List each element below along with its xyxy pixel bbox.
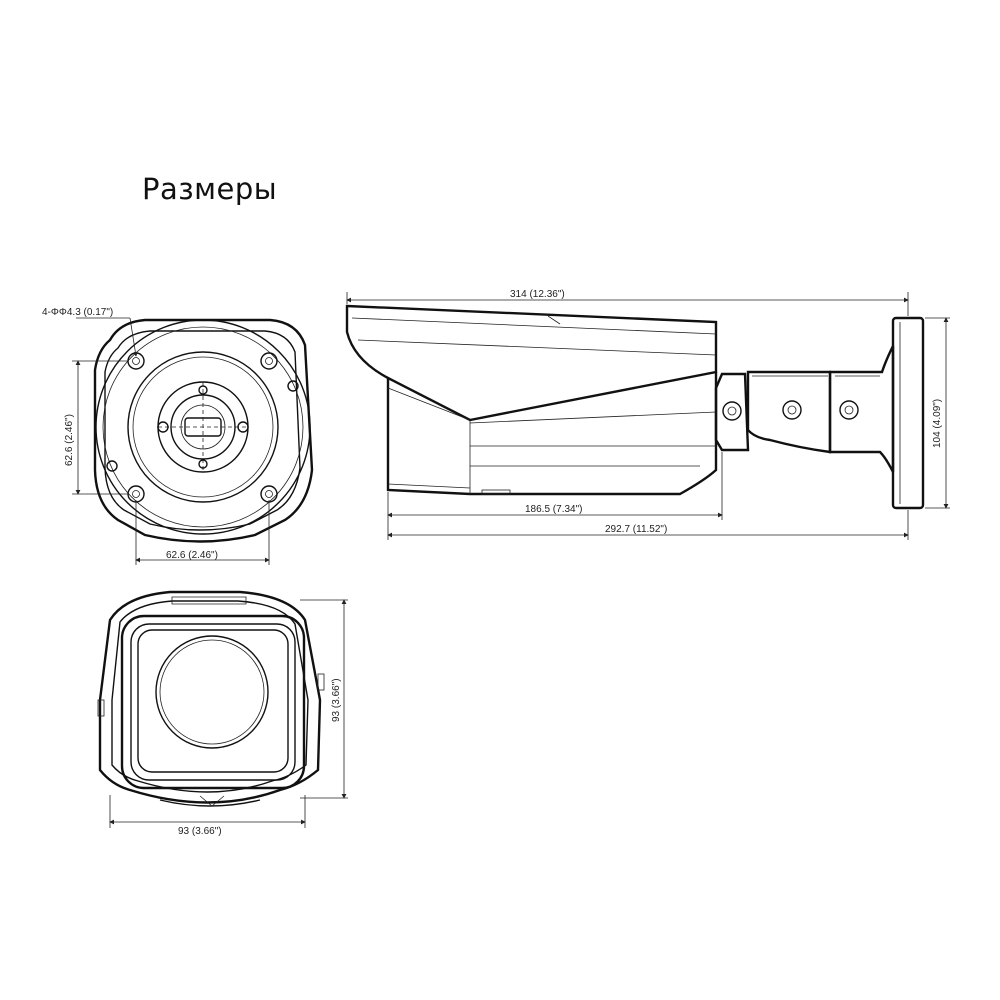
page-title: Размеры (142, 172, 278, 206)
dim-to-mount: 292.7 (11.52") (605, 524, 667, 535)
end-view: 93 (3.66") 93 (3.66") (97, 590, 348, 837)
dim-end-width: 93 (3.66") (178, 826, 222, 837)
dim-front-height: 62.6 (2.46") (64, 414, 75, 466)
mounting-hole-br (260, 485, 278, 503)
dim-hole: 4-ΦΦ4.3 (0.17") (42, 307, 113, 318)
side-view: 314 (12.36") 186.5 (7.34") 292.7 (11.52"… (345, 289, 950, 540)
front-view: 4-ΦΦ4.3 (0.17") 62.6 (2.46") 62.6 (2.46"… (42, 307, 314, 565)
dim-mount-height: 104 (4.09") (932, 399, 943, 448)
dim-end-height: 93 (3.66") (331, 678, 342, 722)
mounting-hole-bl (127, 485, 145, 503)
dim-front-width: 62.6 (2.46") (166, 550, 218, 561)
dim-total-length: 314 (12.36") (510, 289, 565, 300)
dim-body-length: 186.5 (7.34") (525, 504, 582, 515)
mounting-hole-tr (260, 352, 278, 370)
